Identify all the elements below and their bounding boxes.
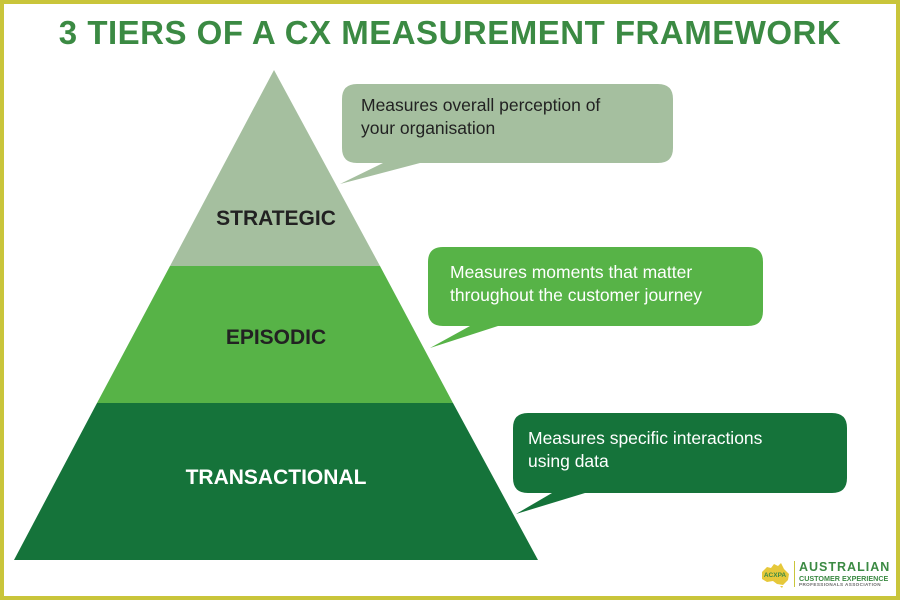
- tier-strategic-label: STRATEGIC: [216, 207, 336, 230]
- logo-line-customer-experience: CUSTOMER EXPERIENCE: [799, 574, 889, 583]
- tier-transactional-label: TRANSACTIONAL: [186, 466, 367, 489]
- callout-episodic-line-2: throughout the customer journey: [450, 285, 702, 305]
- callout-strategic: Measures overall perception of your orga…: [340, 84, 673, 184]
- tier-strategic-shape: [170, 70, 380, 266]
- svg-text:Measures overall perception of: Measures overall perception of your orga…: [361, 95, 605, 138]
- tier-episodic-label: EPISODIC: [226, 326, 326, 349]
- logo-badge-text: ACXPA: [764, 572, 787, 579]
- callout-episodic: Measures moments that matter throughout …: [428, 247, 763, 348]
- svg-text:Measures specific interactions: Measures specific interactions using dat…: [528, 428, 767, 471]
- svg-text:Measures moments that matter: Measures moments that matter throughout …: [450, 262, 702, 305]
- callout-transactional-line-1: Measures specific interactions: [528, 428, 763, 448]
- callout-episodic-bubble: [428, 247, 763, 348]
- acxpa-logo: ACXPA AUSTRALIAN CUSTOMER EXPERIENCE PRO…: [758, 558, 890, 590]
- australia-map-icon: ACXPA: [762, 563, 789, 588]
- callout-strategic-bubble: [340, 84, 673, 184]
- callout-transactional-bubble: [513, 413, 847, 514]
- logo-line-professionals-association: PROFESSIONALS ASSOCIATION: [799, 582, 881, 587]
- tier-episodic-shape: [97, 266, 453, 403]
- tier-transactional-shape: [14, 403, 538, 560]
- page-title: 3 TIERS OF A CX MEASUREMENT FRAMEWORK: [58, 14, 842, 51]
- callout-strategic-line-1: Measures overall perception of: [361, 95, 600, 115]
- logo-line-australian: AUSTRALIAN: [799, 560, 891, 574]
- logo-divider: [794, 561, 795, 587]
- callout-transactional-line-2: using data: [528, 451, 609, 471]
- callout-episodic-line-1: Measures moments that matter: [450, 262, 692, 282]
- callout-strategic-line-2: your organisation: [361, 118, 495, 138]
- callout-transactional: Measures specific interactions using dat…: [513, 413, 847, 514]
